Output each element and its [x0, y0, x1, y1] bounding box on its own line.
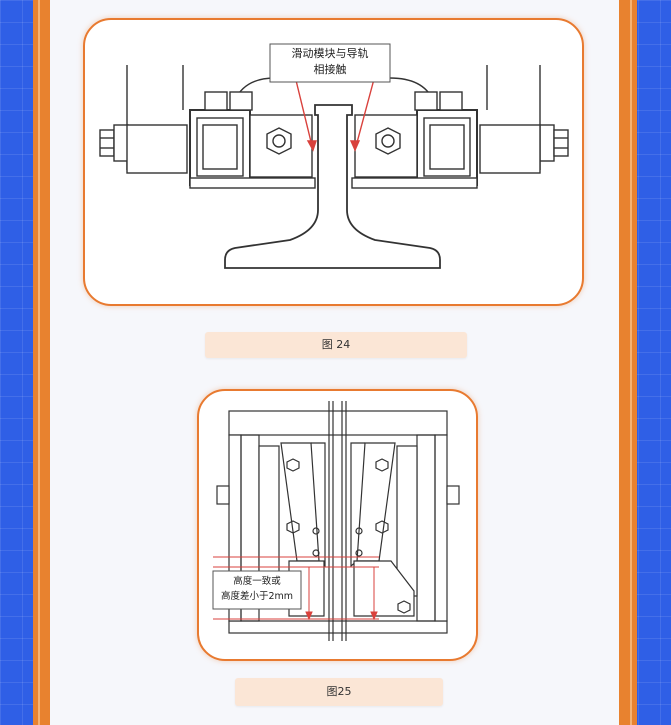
- caption-text: 图25: [326, 685, 352, 698]
- guide-shoe-drawing-front: [212, 401, 460, 641]
- caption-text: 图 24: [321, 338, 351, 351]
- figure-25-image: 高度一致或 高度差小于2mm: [197, 389, 478, 661]
- figure-24-caption: 图 24: [205, 332, 467, 358]
- figure-25-caption: 图25: [235, 678, 443, 706]
- annotation-line-1: 滑动模块与导轨: [291, 47, 369, 60]
- annotation-line-2: 相接触: [313, 63, 347, 76]
- frame-border-lines: [38, 0, 632, 725]
- annotation-line-2: 高度差小于2mm: [220, 591, 294, 602]
- figure-24-annotation: 滑动模块与导轨 相接触: [270, 46, 390, 78]
- annotation-line-1: 高度一致或: [233, 576, 281, 587]
- figure-24-image: 滑动模块与导轨 相接触: [83, 18, 584, 306]
- figure-25-annotation: 高度一致或 高度差小于2mm: [213, 574, 301, 604]
- guide-shoe-drawing-top: [99, 43, 569, 269]
